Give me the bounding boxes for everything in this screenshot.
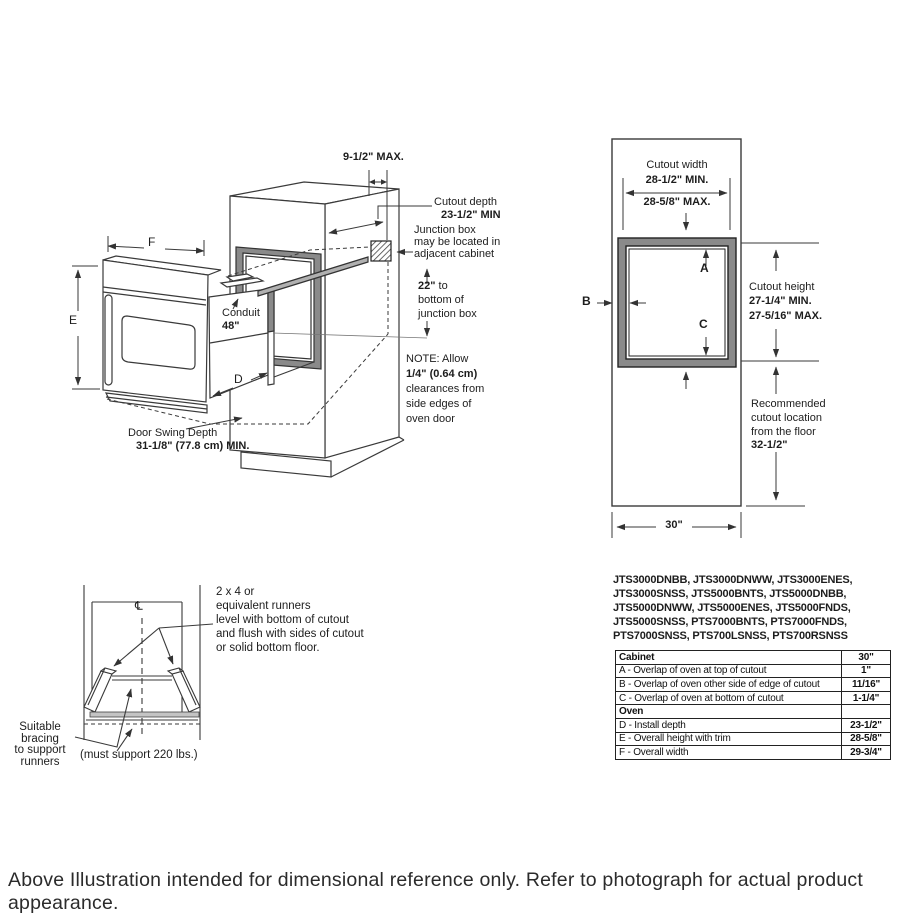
bottom-width-label: 30": [665, 519, 683, 531]
junction-box-symbol: [370, 240, 392, 262]
conduit-label: Conduit: [222, 307, 260, 319]
dim-e-label: E: [69, 313, 78, 327]
cutout-depth-value: 23-1/2" MIN: [441, 209, 501, 221]
floor-location-label: Recommended cutout location from the flo…: [751, 398, 826, 438]
cutout-height-min: 27-1/4" MIN.: [749, 295, 812, 307]
dim-c-label: C: [699, 317, 708, 331]
iso-oven-group: [102, 255, 369, 414]
bracing-note: Suitable bracing to support runners: [14, 721, 66, 768]
centerline-symbol: ℄: [135, 599, 143, 613]
cutout-depth-label: Cutout depth: [434, 196, 497, 208]
door-swing-value: 31-1/8" (77.8 cm) MIN.: [136, 440, 250, 452]
disclaimer-text: Above Illustration intended for dimensio…: [8, 869, 863, 914]
dim-a-label: A: [700, 261, 709, 275]
jbox-bottom-reference-line: [272, 332, 428, 339]
conduit-value: 48": [222, 320, 240, 332]
door-swing-label: Door Swing Depth: [128, 427, 218, 439]
junction-box-note: Junction box may be located in adjacent …: [414, 224, 501, 260]
cutout-view-group: [611, 138, 742, 507]
dim-b-label: B: [582, 294, 591, 308]
iso-dimensions: [72, 170, 432, 430]
cutout-height-label: Cutout height: [749, 281, 815, 293]
cutout-dimensions: [597, 178, 819, 538]
iso-top-clearance-label: 9-1/2" MAX.: [343, 151, 404, 163]
support-note: (must support 220 lbs.): [80, 749, 198, 761]
iso-hidden-lines: [106, 246, 389, 425]
dim-f-label: F: [148, 235, 156, 249]
dim-d-label: D: [234, 372, 243, 386]
runner-detail-group: [74, 585, 214, 752]
table-row: B - Overlap of oven other side of edge o…: [615, 677, 891, 692]
floor-location-value: 32-1/2": [751, 439, 788, 451]
cutout-width-min: 28-1/2" MIN.: [645, 174, 709, 186]
jbox-distance-note: 22" to bottom of junction box: [418, 280, 477, 320]
runner-note: 2 x 4 or equivalent runners level with b…: [216, 586, 364, 654]
cutout-width-max: 28-5/8" MAX.: [643, 196, 711, 208]
model-number-list: JTS3000DNBB, JTS3000DNWW, JTS3000ENES, J…: [613, 574, 853, 642]
table-row: Oven: [615, 704, 891, 719]
cutout-height-max: 27-5/16" MAX.: [749, 310, 823, 322]
cutout-width-label: Cutout width: [646, 159, 708, 171]
